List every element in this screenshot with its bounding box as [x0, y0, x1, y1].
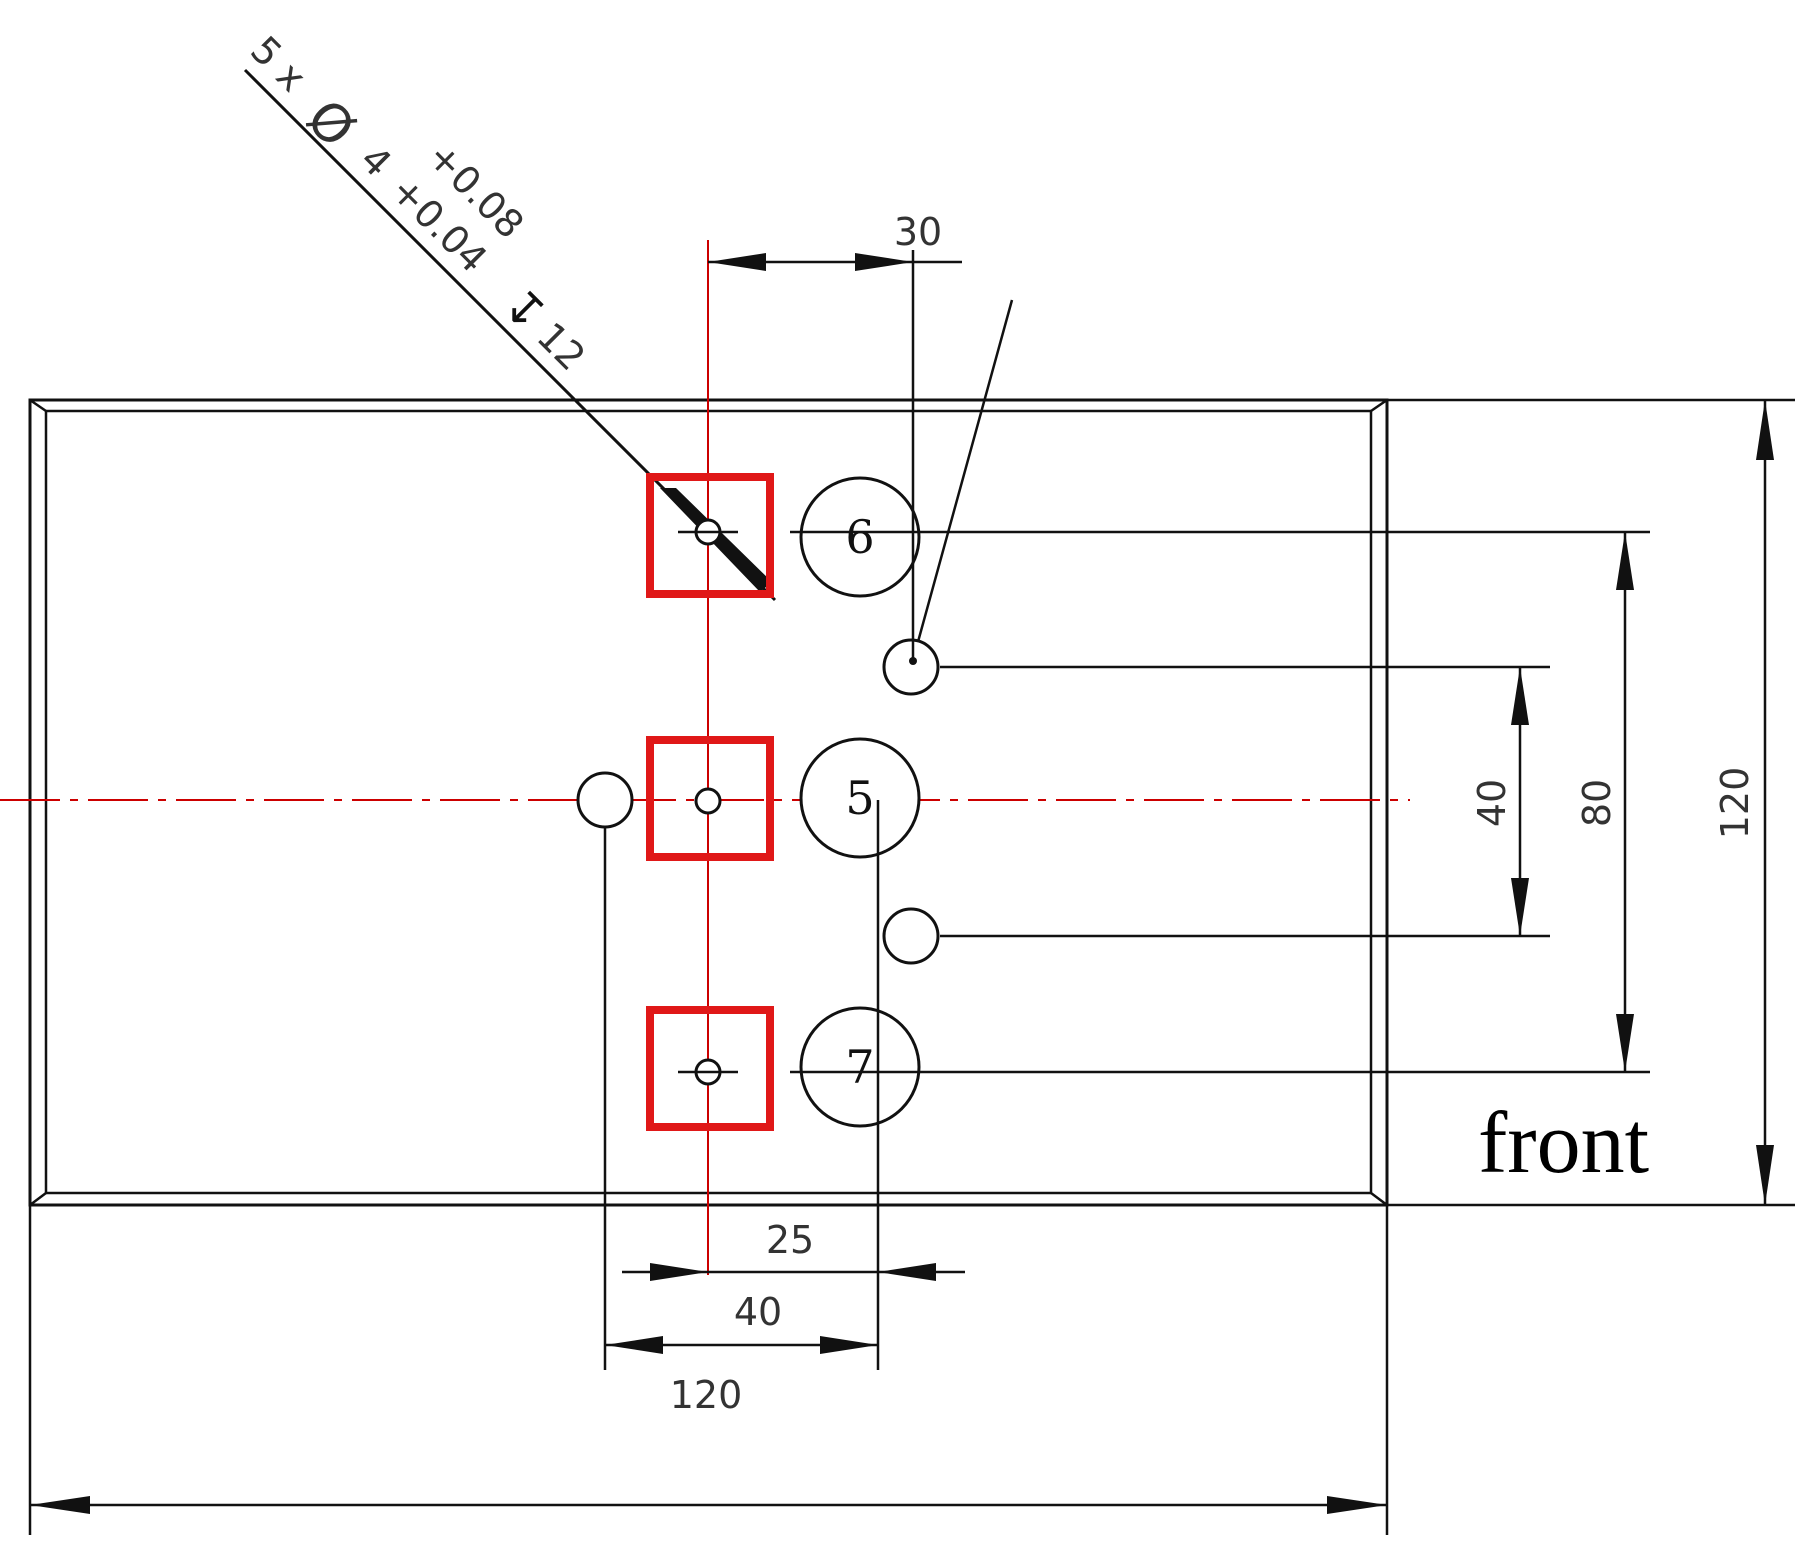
extension-lines-bottom: [28, 800, 1389, 1535]
balloon-7-label: 7: [845, 1040, 874, 1094]
dimension-40-bottom: 40: [605, 1290, 878, 1354]
balloon-5: [799, 737, 921, 859]
dimension-overall-width: [30, 1496, 1387, 1514]
other-holes: [576, 638, 940, 965]
dim-80-vertical-label: 80: [1575, 779, 1619, 827]
dim-40-vertical-label: 40: [1470, 779, 1514, 827]
centerlines: [0, 240, 1410, 1275]
dimension-80-vertical: 80: [1575, 532, 1634, 1072]
dim-25-label: 25: [766, 1218, 814, 1262]
balloons: 6 5 7: [799, 476, 921, 1128]
hole-middle: [694, 787, 722, 815]
callout-nominal: 4: [352, 137, 400, 185]
hole-left: [576, 771, 634, 829]
view-label-front: front: [1478, 1095, 1649, 1192]
dim-40-bottom-label: 40: [734, 1290, 782, 1334]
dim-30-label: 30: [894, 210, 942, 254]
dim-120-vertical-label: 120: [1713, 767, 1757, 840]
dimension-30-top: 30: [708, 210, 962, 661]
highlight-boxes: [646, 473, 774, 1131]
hole-lower-right: [882, 907, 940, 965]
hole-upper-right: [882, 638, 940, 696]
callout-count: 5 x: [242, 28, 315, 101]
dimension-40-vertical: 40: [1470, 667, 1529, 936]
callout-depth: 12: [529, 314, 594, 379]
small-holes: [678, 518, 738, 1086]
dim-120-bottom-label: 120: [670, 1373, 743, 1417]
upper-right-leader: [911, 299, 1014, 661]
balloon-6-label: 6: [845, 510, 874, 564]
balloon-7: [799, 1006, 921, 1128]
highlight-box-top: [646, 473, 774, 598]
hole-callout: 5 x Ø 4 +0.08 +0.04 ↧ 12: [242, 28, 594, 380]
balloon-5-label: 5: [845, 771, 874, 825]
dimension-120-vertical: 120: [1713, 400, 1774, 1205]
balloon-6: [799, 476, 921, 598]
highlight-box-middle: [646, 736, 774, 861]
extension-lines-right: [790, 398, 1795, 1207]
dimension-25-bottom: 25: [622, 1218, 965, 1281]
highlight-box-bottom: [646, 1006, 774, 1131]
callout-diameter-symbol: Ø: [294, 88, 365, 159]
